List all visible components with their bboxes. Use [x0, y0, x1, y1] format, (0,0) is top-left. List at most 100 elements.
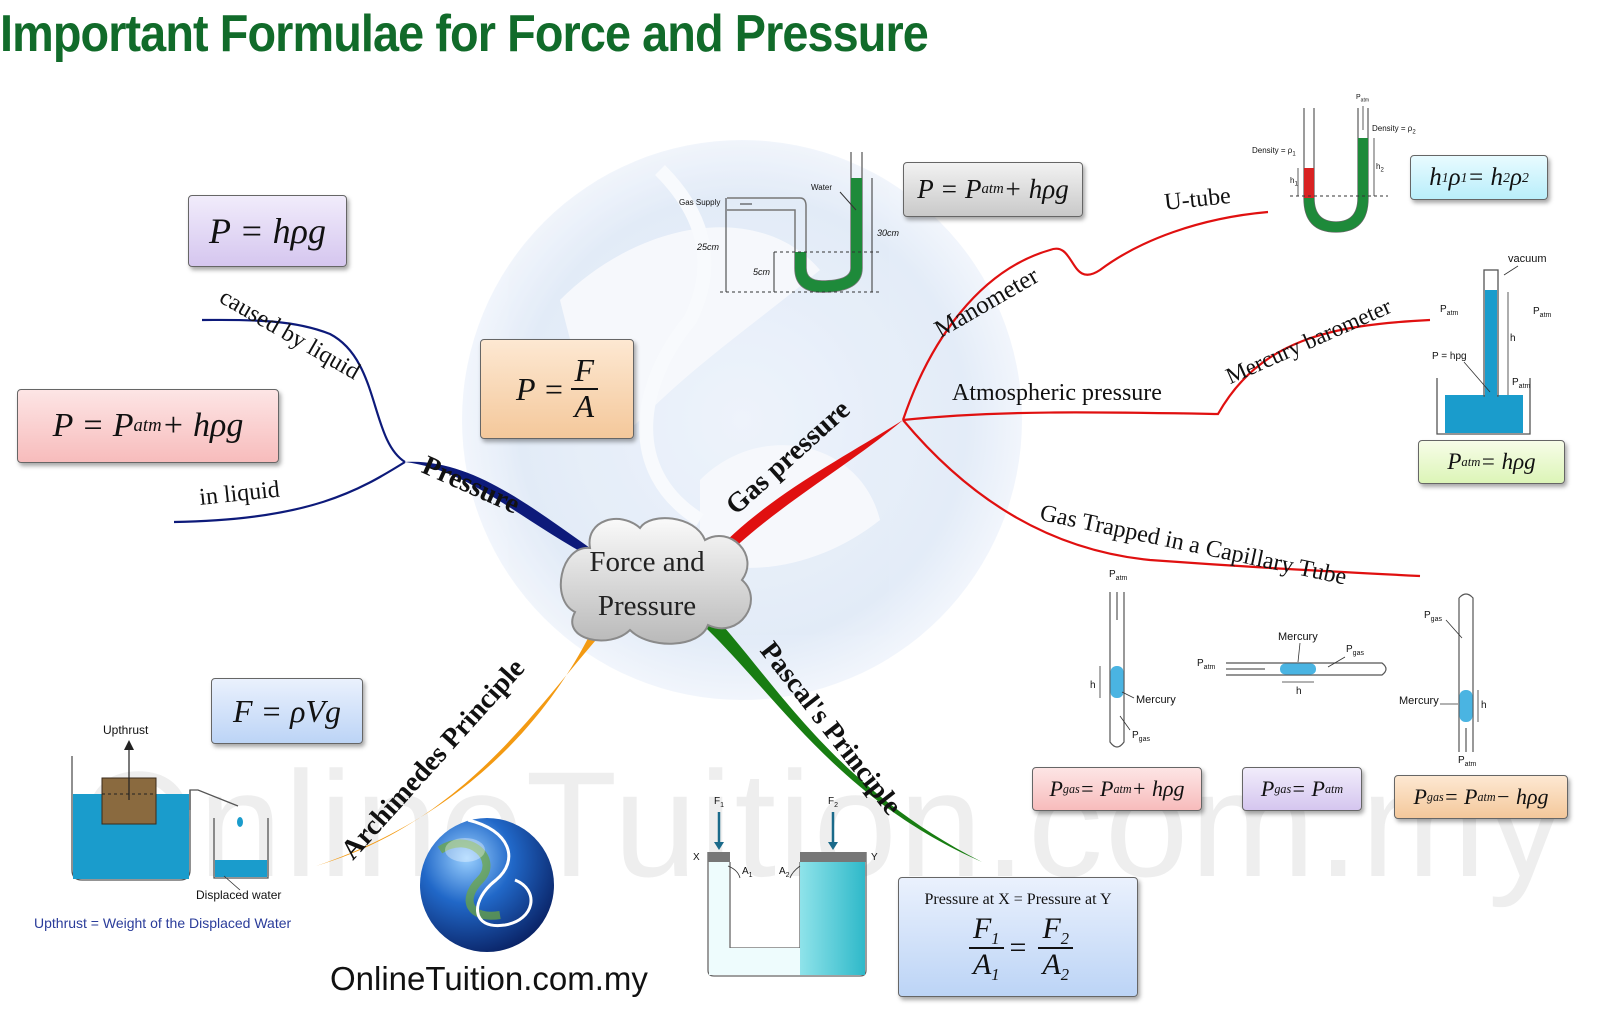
label-cap2-h: h — [1296, 686, 1302, 697]
barometer-diagram — [1436, 265, 1531, 435]
label-x: X — [693, 852, 700, 863]
label-patm-baro-b: Patm — [1533, 306, 1552, 319]
formula-pascal-s2: 1 — [991, 964, 1000, 984]
center-topic-line2: Pressure — [597, 590, 697, 622]
site-name[interactable]: OnlineTuition.com.my — [330, 960, 648, 997]
formula-pascal-n2: F — [1042, 911, 1061, 945]
formula-hrg: P = hρg — [209, 211, 326, 251]
label-cap3-h: h — [1481, 700, 1487, 711]
formula-mano-lhs: P = P — [917, 174, 982, 204]
label-h1: h1 — [1290, 176, 1298, 188]
label-patm-baro-a: Patm — [1440, 304, 1459, 317]
label-cap1-pgas: Pgas — [1132, 730, 1150, 743]
label-displaced-water: Displaced water — [196, 888, 282, 902]
upthrust-caption: Upthrust = Weight of the Displaced Water — [34, 915, 292, 931]
label-5cm: 5cm — [753, 267, 771, 277]
formula-baro-rhs: = hρg — [1480, 449, 1536, 474]
formula-gas2-p: P — [1260, 776, 1275, 801]
label-h2: h2 — [1376, 162, 1384, 174]
label-patm-baro-c: Patm — [1512, 377, 1531, 390]
formula-pascal-s1: 1 — [991, 928, 1000, 948]
label-vacuum: vacuum — [1508, 253, 1547, 265]
manometer-diagram — [720, 152, 880, 293]
formula-utube-s1: 1 — [1441, 169, 1449, 185]
formula-gas3-rhs: − hρg — [1495, 784, 1549, 809]
label-density2: Density = ρ2 — [1372, 124, 1416, 136]
label-f2: F2 — [828, 796, 839, 809]
formula-f-lhs: P = — [515, 370, 565, 407]
label-cap2-patm: Patm — [1197, 658, 1216, 671]
pascal-diagram — [707, 812, 867, 977]
formula-gas3-mid: = P — [1443, 784, 1478, 809]
label-f1: F1 — [714, 796, 725, 809]
formula-fraction: F A — [570, 354, 599, 423]
formula-utube-rho2: ρ — [1509, 163, 1522, 191]
page-title: Important Formulae for Force and Pressur… — [0, 5, 929, 63]
label-30cm: 30cm — [877, 228, 900, 238]
formula-box-archimedes: F = ρVg — [211, 678, 363, 744]
formula-utube-eq: = h — [1467, 163, 1504, 191]
label-a2: A2 — [779, 866, 790, 879]
formula-pascal-d2: A — [1042, 948, 1061, 981]
formula-gas1-p: P — [1049, 776, 1063, 801]
label-25cm: 25cm — [697, 242, 720, 252]
label-p-hpg: P = hpg — [1432, 351, 1467, 362]
formula-patm-rhs: + hρg — [161, 407, 244, 444]
formula-baro-sub: atm — [1461, 454, 1481, 469]
formula-pascal-s4: 2 — [1060, 964, 1070, 984]
formula-mano-sub: atm — [981, 181, 1004, 197]
archimedes-diagram — [71, 740, 269, 891]
formula-box-f-over-a: P = F A — [480, 339, 634, 439]
capillary-tube-3 — [1440, 593, 1479, 752]
formula-pascal-d1: A — [972, 948, 992, 981]
globe-logo — [420, 818, 554, 952]
label-a1: A1 — [742, 866, 753, 879]
label-patm-utube: Patm — [1356, 94, 1370, 104]
formula-utube-s4: 2 — [1521, 169, 1529, 185]
formula-gas1-sub2: atm — [1113, 781, 1132, 796]
formula-pascal-equation: F1 A1 = F2 A2 — [963, 911, 1074, 984]
center-topic: Force and Pressure — [572, 540, 722, 628]
center-topic-line1: Force and — [589, 546, 705, 578]
formula-gas3-sub2: atm — [1477, 789, 1496, 804]
label-cap2-pgas: Pgas — [1346, 644, 1364, 657]
formula-gas1-sub1: gas — [1062, 781, 1080, 796]
formula-pascal-frac2: F2 A2 — [1038, 911, 1074, 984]
formula-box-pascal: Pressure at X = Pressure at Y F1 A1 = F2… — [898, 877, 1138, 997]
label-y: Y — [871, 852, 878, 863]
label-h-baro: h — [1510, 333, 1516, 344]
formula-gas2-mid: = P — [1291, 776, 1325, 801]
label-atmospheric-pressure: Atmospheric pressure — [952, 380, 1162, 406]
formula-patm-lhs: P = P — [52, 407, 134, 444]
formula-archimedes: F = ρVg — [232, 692, 342, 729]
formula-patm-sub: atm — [133, 415, 162, 436]
label-water: Water — [811, 183, 833, 192]
label-gas-supply: Gas Supply — [679, 198, 721, 207]
formula-gas1-mid: = P — [1079, 776, 1114, 801]
formula-utube-s3: 2 — [1503, 169, 1510, 185]
formula-gas3-sub1: gas — [1426, 789, 1444, 804]
formula-f-num: F — [570, 354, 599, 390]
label-cap3-mercury: Mercury — [1399, 695, 1439, 707]
capillary-tube-2 — [1226, 642, 1387, 683]
u-tube-diagram — [1290, 106, 1388, 233]
formula-baro-lhs: P — [1447, 449, 1462, 474]
label-cap1-mercury: Mercury — [1136, 694, 1176, 706]
formula-box-hrg: P = hρg — [188, 195, 347, 267]
formula-gas2-sub1: gas — [1274, 781, 1292, 796]
capillary-tube-1 — [1099, 592, 1135, 748]
formula-utube-s2: 1 — [1460, 169, 1468, 185]
label-cap3-pgas: Pgas — [1424, 610, 1442, 623]
formula-gas2-sub2: atm — [1324, 781, 1344, 796]
center-cloud — [559, 517, 752, 645]
label-cap1-h: h — [1090, 680, 1096, 691]
formula-pascal-top: Pressure at X = Pressure at Y — [924, 890, 1112, 908]
